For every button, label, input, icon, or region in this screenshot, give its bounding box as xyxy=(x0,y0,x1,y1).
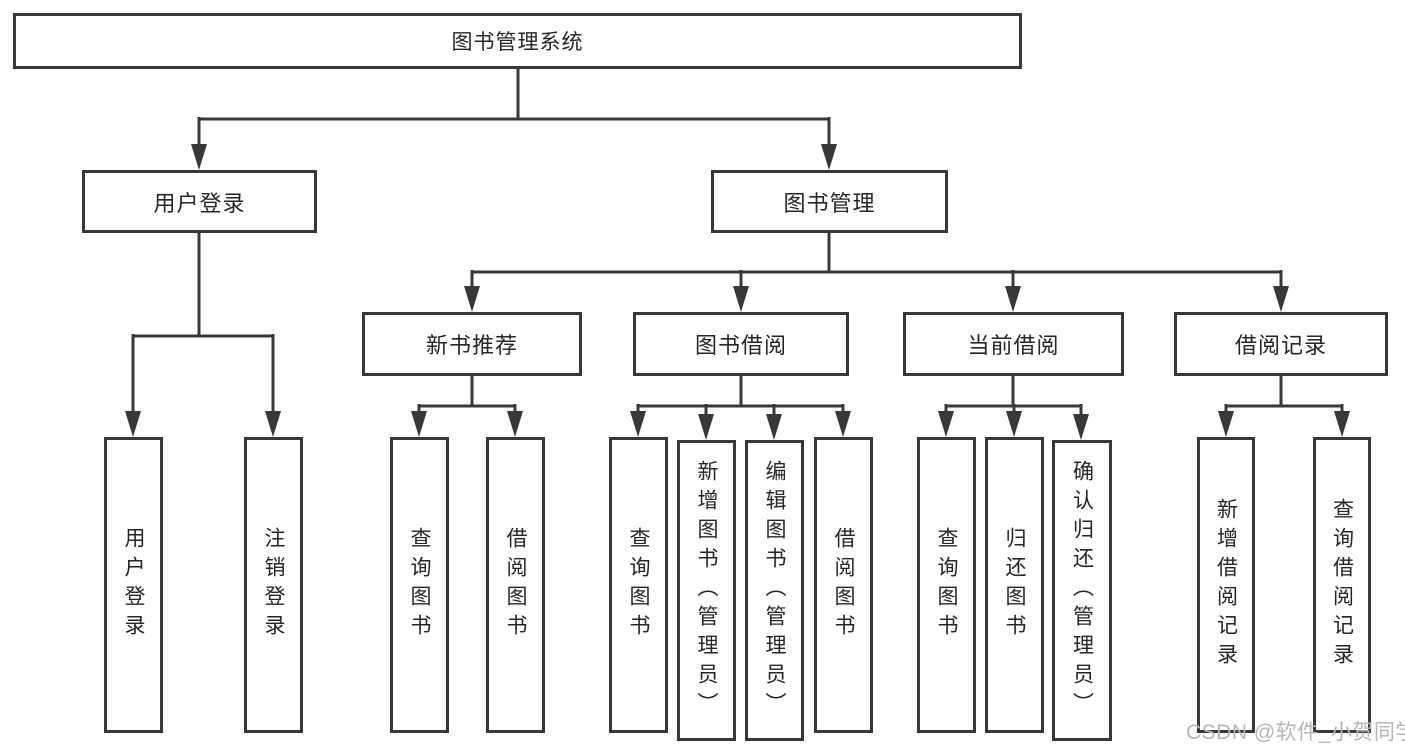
leaf-add-borrow-record-label: 新增借阅记录 xyxy=(1214,498,1238,672)
leaf-edit-book-admin: 编辑图书（管理员） xyxy=(745,440,804,741)
node-user-login-label: 用户登录 xyxy=(153,190,246,216)
leaf-newbook-borrow-books: 借阅图书 xyxy=(486,437,545,733)
leaf-confirm-return-admin-label: 确认归还（管理员） xyxy=(1070,460,1094,721)
leaf-edit-book-admin-label: 编辑图书（管理员） xyxy=(763,460,786,721)
leaf-borrow-books-label: 借阅图书 xyxy=(832,527,855,643)
leaf-query-borrow-record: 查询借阅记录 xyxy=(1313,437,1371,733)
leaf-user-login: 用户登录 xyxy=(104,437,163,733)
leaf-borrow-query-books: 查询图书 xyxy=(609,437,668,733)
leaf-newbook-query-books-label: 查询图书 xyxy=(408,527,431,643)
node-user-login: 用户登录 xyxy=(82,170,317,233)
node-current-borrow: 当前借阅 xyxy=(903,312,1124,376)
leaf-add-book-admin: 新增图书（管理员） xyxy=(677,440,736,741)
node-current-borrow-label: 当前借阅 xyxy=(967,333,1060,358)
leaf-add-borrow-record: 新增借阅记录 xyxy=(1197,437,1255,733)
leaf-borrow-books: 借阅图书 xyxy=(814,437,873,733)
leaf-logout-label: 注销登录 xyxy=(262,527,285,643)
leaf-current-query-books-label: 查询图书 xyxy=(935,527,958,643)
node-borrow-records: 借阅记录 xyxy=(1174,312,1388,376)
node-root-system: 图书管理系统 xyxy=(13,13,1022,69)
leaf-add-book-admin-label: 新增图书（管理员） xyxy=(695,460,718,721)
leaf-current-query-books: 查询图书 xyxy=(917,437,976,733)
leaf-newbook-query-books: 查询图书 xyxy=(390,437,449,733)
node-book-management-label: 图书管理 xyxy=(783,190,876,216)
leaf-newbook-borrow-books-label: 借阅图书 xyxy=(504,527,527,643)
node-book-borrow: 图书借阅 xyxy=(633,312,849,376)
leaf-borrow-query-books-label: 查询图书 xyxy=(627,527,650,643)
csdn-watermark: CSDN @软件_小贺同学 xyxy=(1186,721,1405,744)
leaf-return-books: 归还图书 xyxy=(985,437,1044,733)
node-book-borrow-label: 图书借阅 xyxy=(694,333,787,358)
node-borrow-records-label: 借阅记录 xyxy=(1234,333,1327,358)
node-new-book-recommend-label: 新书推荐 xyxy=(425,333,518,358)
arrowheads xyxy=(125,144,1350,440)
leaf-query-borrow-record-label: 查询借阅记录 xyxy=(1330,498,1354,672)
leaf-user-login-label: 用户登录 xyxy=(122,527,145,643)
node-new-book-recommend: 新书推荐 xyxy=(362,312,582,376)
leaf-logout: 注销登录 xyxy=(244,437,303,733)
leaf-return-books-label: 归还图书 xyxy=(1003,527,1026,643)
leaf-confirm-return-admin: 确认归还（管理员） xyxy=(1052,440,1112,741)
node-root-label: 图书管理系统 xyxy=(451,31,584,54)
node-book-management: 图书管理 xyxy=(711,170,948,233)
